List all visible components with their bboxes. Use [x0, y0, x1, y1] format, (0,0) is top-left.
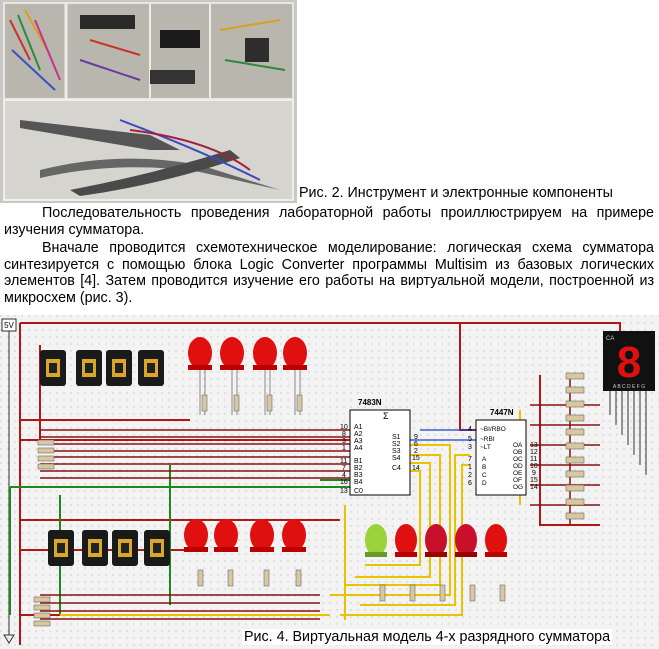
pin-num: 3 [342, 438, 346, 445]
figure4-caption: Рис. 4. Виртуальная модель 4-х разрядног… [242, 629, 613, 645]
pin-num: 10 [340, 424, 348, 431]
pin-b3: B3 [354, 472, 363, 479]
adder-chip: 7483N Σ A1 A2 A3 A4 B1 B2 B3 B4 C0 S1 S2… [340, 398, 420, 496]
pin-b: B [482, 464, 486, 471]
led-row-result [365, 524, 507, 602]
pin-a3: A3 [354, 438, 363, 445]
pin-ob: OB [513, 449, 522, 456]
pin-num: 4 [342, 472, 346, 479]
decoder-chip-name: 7447N [490, 408, 514, 417]
segment-resistors [565, 372, 585, 520]
pin-num: 15 [530, 477, 538, 484]
supply-label: 5V [4, 321, 14, 330]
pin-s4: S4 [392, 455, 401, 462]
pin-bi: ~BI/RBO [480, 426, 506, 433]
pin-num: 15 [412, 455, 420, 462]
pin-num: 5 [468, 436, 472, 443]
seven-segment-display: CA 8 A B C D E F G [603, 331, 655, 391]
pin-num: 7 [342, 465, 346, 472]
pin-num: 2 [414, 448, 418, 455]
tools-photo [0, 0, 297, 203]
pin-num: 8 [342, 431, 346, 438]
pin-num: 1 [468, 464, 472, 471]
pin-num: 13 [530, 442, 538, 449]
pin-num: 9 [532, 470, 536, 477]
adder-chip-name: 7483N [358, 398, 382, 407]
pin-a4: A4 [354, 445, 363, 452]
pin-num: 14 [530, 484, 538, 491]
paragraph-2: Вначале проводится схемотехническое моде… [4, 240, 654, 306]
pin-num: 10 [530, 463, 538, 470]
pin-b4: B4 [354, 479, 363, 486]
adder-schematic: 5V [0, 315, 659, 649]
pin-num: 2 [468, 472, 472, 479]
pin-s3: S3 [392, 448, 401, 455]
pin-num: 16 [340, 479, 348, 486]
pin-num: 12 [530, 449, 538, 456]
pin-num: 3 [468, 444, 472, 451]
pin-oa: OA [513, 442, 523, 449]
sigma-label: Σ [383, 411, 389, 421]
pin-num: 14 [412, 465, 420, 472]
switch-group-b [48, 530, 170, 566]
pin-s2: S2 [392, 441, 401, 448]
decoder-chip: 7447N ~BI/RBO ~RBI ~LT A B C D OA OB OC … [468, 408, 538, 496]
pin-b2: B2 [354, 465, 363, 472]
pin-lt: ~LT [480, 444, 491, 451]
paragraph-2-text: Вначале проводится схемотехническое моде… [4, 240, 654, 306]
paragraph-1-text: Последовательность проведения лабораторн… [4, 205, 654, 238]
paragraph-1: Последовательность проведения лабораторн… [4, 205, 654, 238]
pin-num: 1 [342, 445, 346, 452]
pin-num: 11 [340, 458, 347, 465]
pin-num: 7 [468, 456, 472, 463]
pin-s1: S1 [392, 434, 401, 441]
pin-og: OG [513, 484, 523, 491]
pin-d: D [482, 480, 487, 487]
led-row-inputs [184, 519, 306, 587]
pin-od: OD [513, 463, 523, 470]
pin-of: OF [513, 477, 522, 484]
pin-num: 6 [468, 480, 472, 487]
ground-icon [3, 634, 15, 644]
pin-rbi: ~RBI [480, 436, 495, 443]
figure-caption: Рис. 2. Инструмент и электронные компоне… [299, 185, 613, 201]
pin-oe: OE [513, 470, 523, 477]
display-digit: 8 [617, 338, 641, 387]
display-segment-labels: A B C D E F G [613, 384, 645, 390]
pin-num: 9 [414, 434, 418, 441]
switch-group-a [40, 350, 164, 386]
pin-num: 4 [468, 426, 472, 433]
pin-c: C [482, 472, 487, 479]
pin-b1: B1 [354, 458, 363, 465]
pin-oc: OC [513, 456, 523, 463]
pin-num: 11 [530, 456, 537, 463]
pin-c0: C0 [354, 488, 363, 495]
pin-a2: A2 [354, 431, 363, 438]
led-row-sum [188, 337, 307, 415]
pin-a: A [482, 456, 487, 463]
pin-num: 13 [340, 488, 348, 495]
pin-a1: A1 [354, 424, 363, 431]
display-corner-label: CA [606, 336, 614, 342]
pin-num: 6 [414, 441, 418, 448]
pin-c4: C4 [392, 465, 401, 472]
